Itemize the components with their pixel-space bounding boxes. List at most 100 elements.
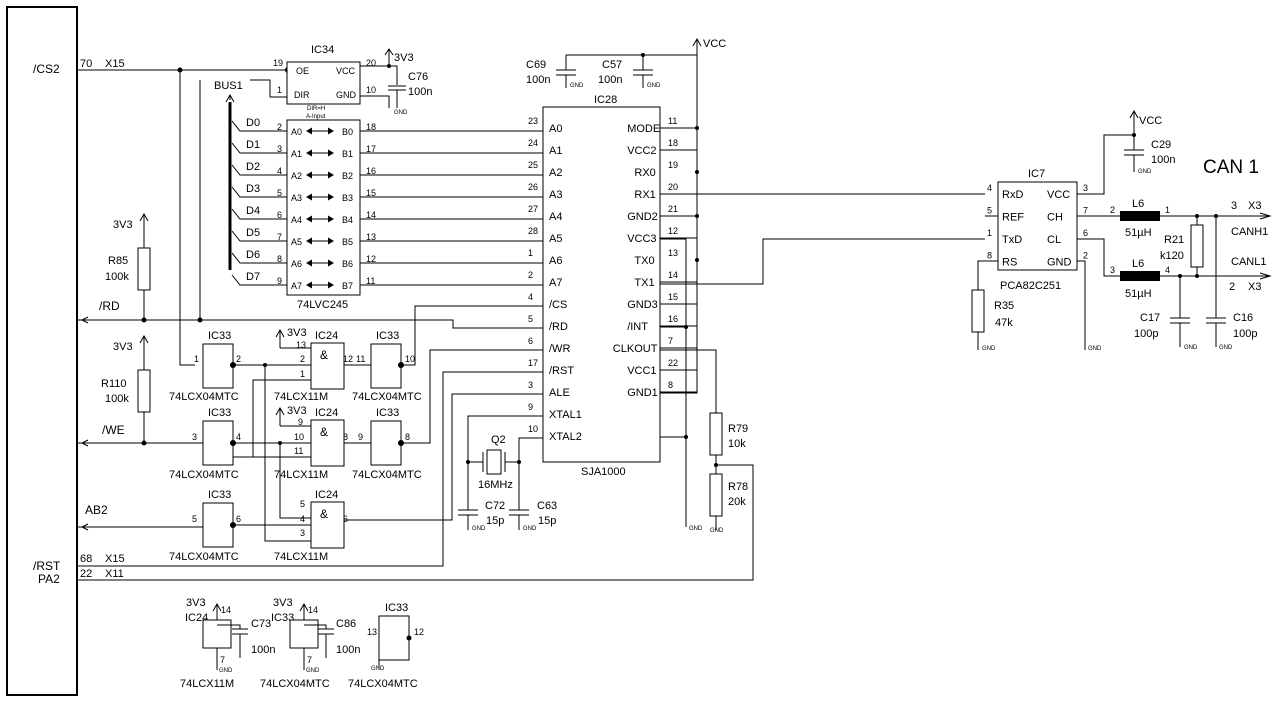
ic34-b7-pin: B7 [342, 281, 353, 291]
vcc-label: VCC [703, 38, 726, 50]
ic28-left-pin: A2 [549, 167, 562, 179]
svg-text:9: 9 [358, 432, 363, 442]
ic28-right-pinno: 19 [668, 160, 678, 170]
svg-text:22: 22 [80, 568, 92, 580]
ic34-bpin: 15 [366, 188, 376, 198]
svg-text:14: 14 [308, 605, 318, 615]
svg-text:100p: 100p [1134, 328, 1158, 340]
svg-text:1: 1 [277, 85, 282, 95]
svg-text:74LCX04MTC: 74LCX04MTC [169, 391, 239, 403]
c16-capacitor: C16 100p GND [1206, 216, 1257, 351]
svg-text:Q2: Q2 [491, 434, 506, 446]
ic34-apin: 9 [277, 276, 282, 286]
svg-text:13: 13 [367, 627, 377, 637]
ic34-apin: 4 [277, 166, 282, 176]
bus-wire [231, 230, 287, 242]
svg-text:L6: L6 [1132, 198, 1144, 210]
ic28-can-controller: IC28 SJA1000 A023A124A225A326A427A528A61… [528, 94, 697, 478]
bus-d4-label: D4 [246, 205, 260, 217]
ic28-left-pin: A3 [549, 189, 562, 201]
bus-d2-label: D2 [246, 161, 260, 173]
svg-text:SJA1000: SJA1000 [581, 466, 626, 478]
ic28-right-pin: VCC3 [627, 233, 656, 245]
ic34-b3-pin: B3 [342, 193, 353, 203]
svg-text:IC24: IC24 [315, 407, 338, 419]
ic28-left-pinno: 4 [528, 292, 533, 302]
ic28-left-pin: ALE [549, 387, 570, 399]
svg-text:C72: C72 [485, 500, 505, 512]
gate-ic33-a: IC33 1 2 74LCX04MTC [169, 330, 241, 403]
svg-text:10: 10 [294, 432, 304, 442]
svg-text:16MHz: 16MHz [478, 479, 513, 491]
svg-text:X15: X15 [105, 553, 125, 565]
gate-ic33-d: IC33 9 8 74LCX04MTC [352, 407, 422, 481]
svg-text:3: 3 [1231, 200, 1237, 212]
gate-ic24-b: IC24 & 9 10 11 8 74LCX11M [274, 407, 348, 481]
svg-text:74LCX04MTC: 74LCX04MTC [169, 469, 239, 481]
ic7-left-pinno: 4 [987, 183, 992, 193]
svg-text:14: 14 [221, 605, 231, 615]
svg-text:GND: GND [982, 346, 996, 352]
ic28-right-pinno: 21 [668, 204, 678, 214]
svg-text:GND: GND [710, 528, 724, 534]
svg-text:74LCX11M: 74LCX11M [274, 551, 328, 563]
svg-text:6: 6 [236, 514, 241, 524]
svg-text:VCC: VCC [1139, 115, 1162, 127]
ic7-left-pin: REF [1002, 212, 1024, 224]
ic28-right-pin: GND3 [627, 299, 658, 311]
svg-text:GND: GND [1184, 345, 1198, 351]
svg-text:12: 12 [414, 627, 424, 637]
cs2-label: /CS2 [33, 62, 60, 76]
arrow-head [306, 149, 334, 157]
ic34-b6-pin: B6 [342, 259, 353, 269]
ic34-a5-pin: A5 [291, 237, 302, 247]
svg-text:X11: X11 [105, 568, 124, 580]
svg-text:74LCX11M: 74LCX11M [180, 678, 234, 690]
gate-ic33-b: IC33 11 10 74LCX04MTC [352, 330, 422, 403]
arrow-head [306, 259, 334, 267]
ic28-left-pinno: 2 [528, 270, 533, 280]
ic7-right-pin: CH [1047, 212, 1063, 224]
ic28-right-pinno: 14 [668, 270, 678, 280]
ic34-b0-pin: B0 [342, 127, 353, 137]
svg-text:1: 1 [1165, 205, 1170, 215]
svg-text:IC24: IC24 [185, 612, 208, 624]
svg-text:7: 7 [307, 655, 312, 665]
ic28-right-pinno: 8 [668, 380, 673, 390]
svg-text:C57: C57 [602, 59, 622, 71]
ic28-left-pin: A1 [549, 145, 562, 157]
c76-capacitor: 3V3 C76 100n GND [384, 48, 432, 116]
svg-text:8: 8 [343, 432, 348, 442]
svg-text:3: 3 [192, 432, 197, 442]
svg-text:12: 12 [343, 354, 353, 364]
ic28-right-pin: GND2 [627, 211, 658, 223]
svg-text:3V3: 3V3 [186, 597, 206, 609]
ic34-b2-pin: B2 [342, 171, 353, 181]
ic28-left-pin: /WR [549, 343, 570, 355]
svg-text:11: 11 [356, 354, 365, 364]
ic28-left-pin: XTAL2 [549, 431, 582, 443]
svg-text:R78: R78 [728, 481, 748, 493]
ic7-left-pin: RxD [1002, 189, 1023, 201]
ic7-right-pinno: 3 [1083, 183, 1088, 193]
svg-text:X15: X15 [105, 58, 125, 70]
ic28-left-pin: /CS [549, 299, 567, 311]
svg-text:4: 4 [300, 514, 305, 524]
ic7-right-pinno: 6 [1083, 228, 1088, 238]
ic7-left-pinno: 8 [987, 251, 992, 261]
svg-text:X3: X3 [1248, 281, 1261, 293]
svg-text:GND: GND [570, 83, 584, 89]
svg-text:2: 2 [1229, 281, 1235, 293]
c69-capacitor: C69 100n GND [526, 55, 584, 89]
ic28-left-pinno: 27 [528, 204, 538, 214]
ic28-right-pinno: 11 [668, 116, 677, 126]
bus-wire [231, 120, 287, 132]
svg-text:GND: GND [394, 110, 408, 116]
ic7-left-pin: TxD [1002, 234, 1022, 246]
ic28-left-pin: /RST [549, 365, 574, 377]
svg-text:X3: X3 [1248, 200, 1261, 212]
ic28-left-pin: A4 [549, 211, 562, 223]
svg-text:k120: k120 [1160, 250, 1184, 262]
svg-text:74LCX11M: 74LCX11M [274, 469, 328, 481]
svg-text:R79: R79 [728, 423, 748, 435]
